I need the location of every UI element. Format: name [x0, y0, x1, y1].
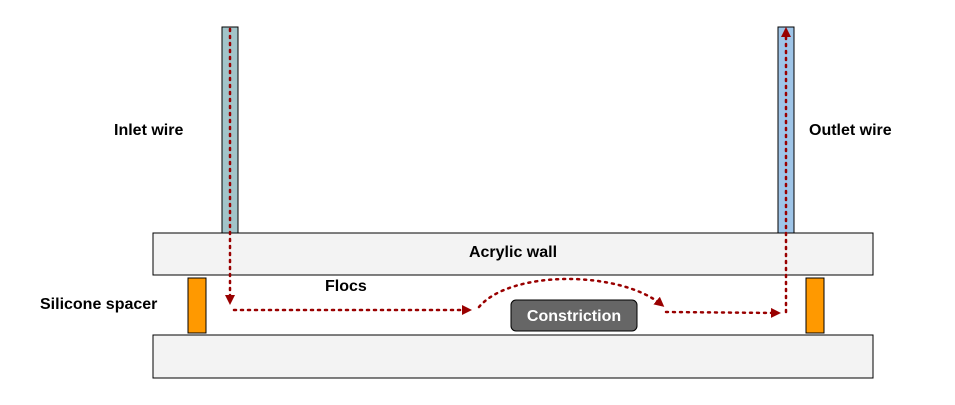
flocs-label: Flocs [325, 278, 367, 295]
silicone-spacer-right [805, 277, 825, 334]
silicone-spacer-left [187, 277, 207, 334]
bottom-wall [152, 334, 874, 379]
flow-path-arc [477, 277, 665, 309]
constriction-block [510, 299, 638, 332]
acrylic-wall-label: Acrylic wall [469, 244, 557, 261]
flow-path-channel-right [664, 307, 781, 318]
acrylic-wall-top [152, 232, 874, 276]
outlet-wire-label: Outlet wire [809, 122, 892, 139]
inlet-wire-label: Inlet wire [114, 122, 183, 139]
flow-path [225, 27, 791, 318]
silicone-spacer-label: Silicone spacer [40, 296, 157, 313]
constriction-label: Constriction [527, 308, 621, 325]
